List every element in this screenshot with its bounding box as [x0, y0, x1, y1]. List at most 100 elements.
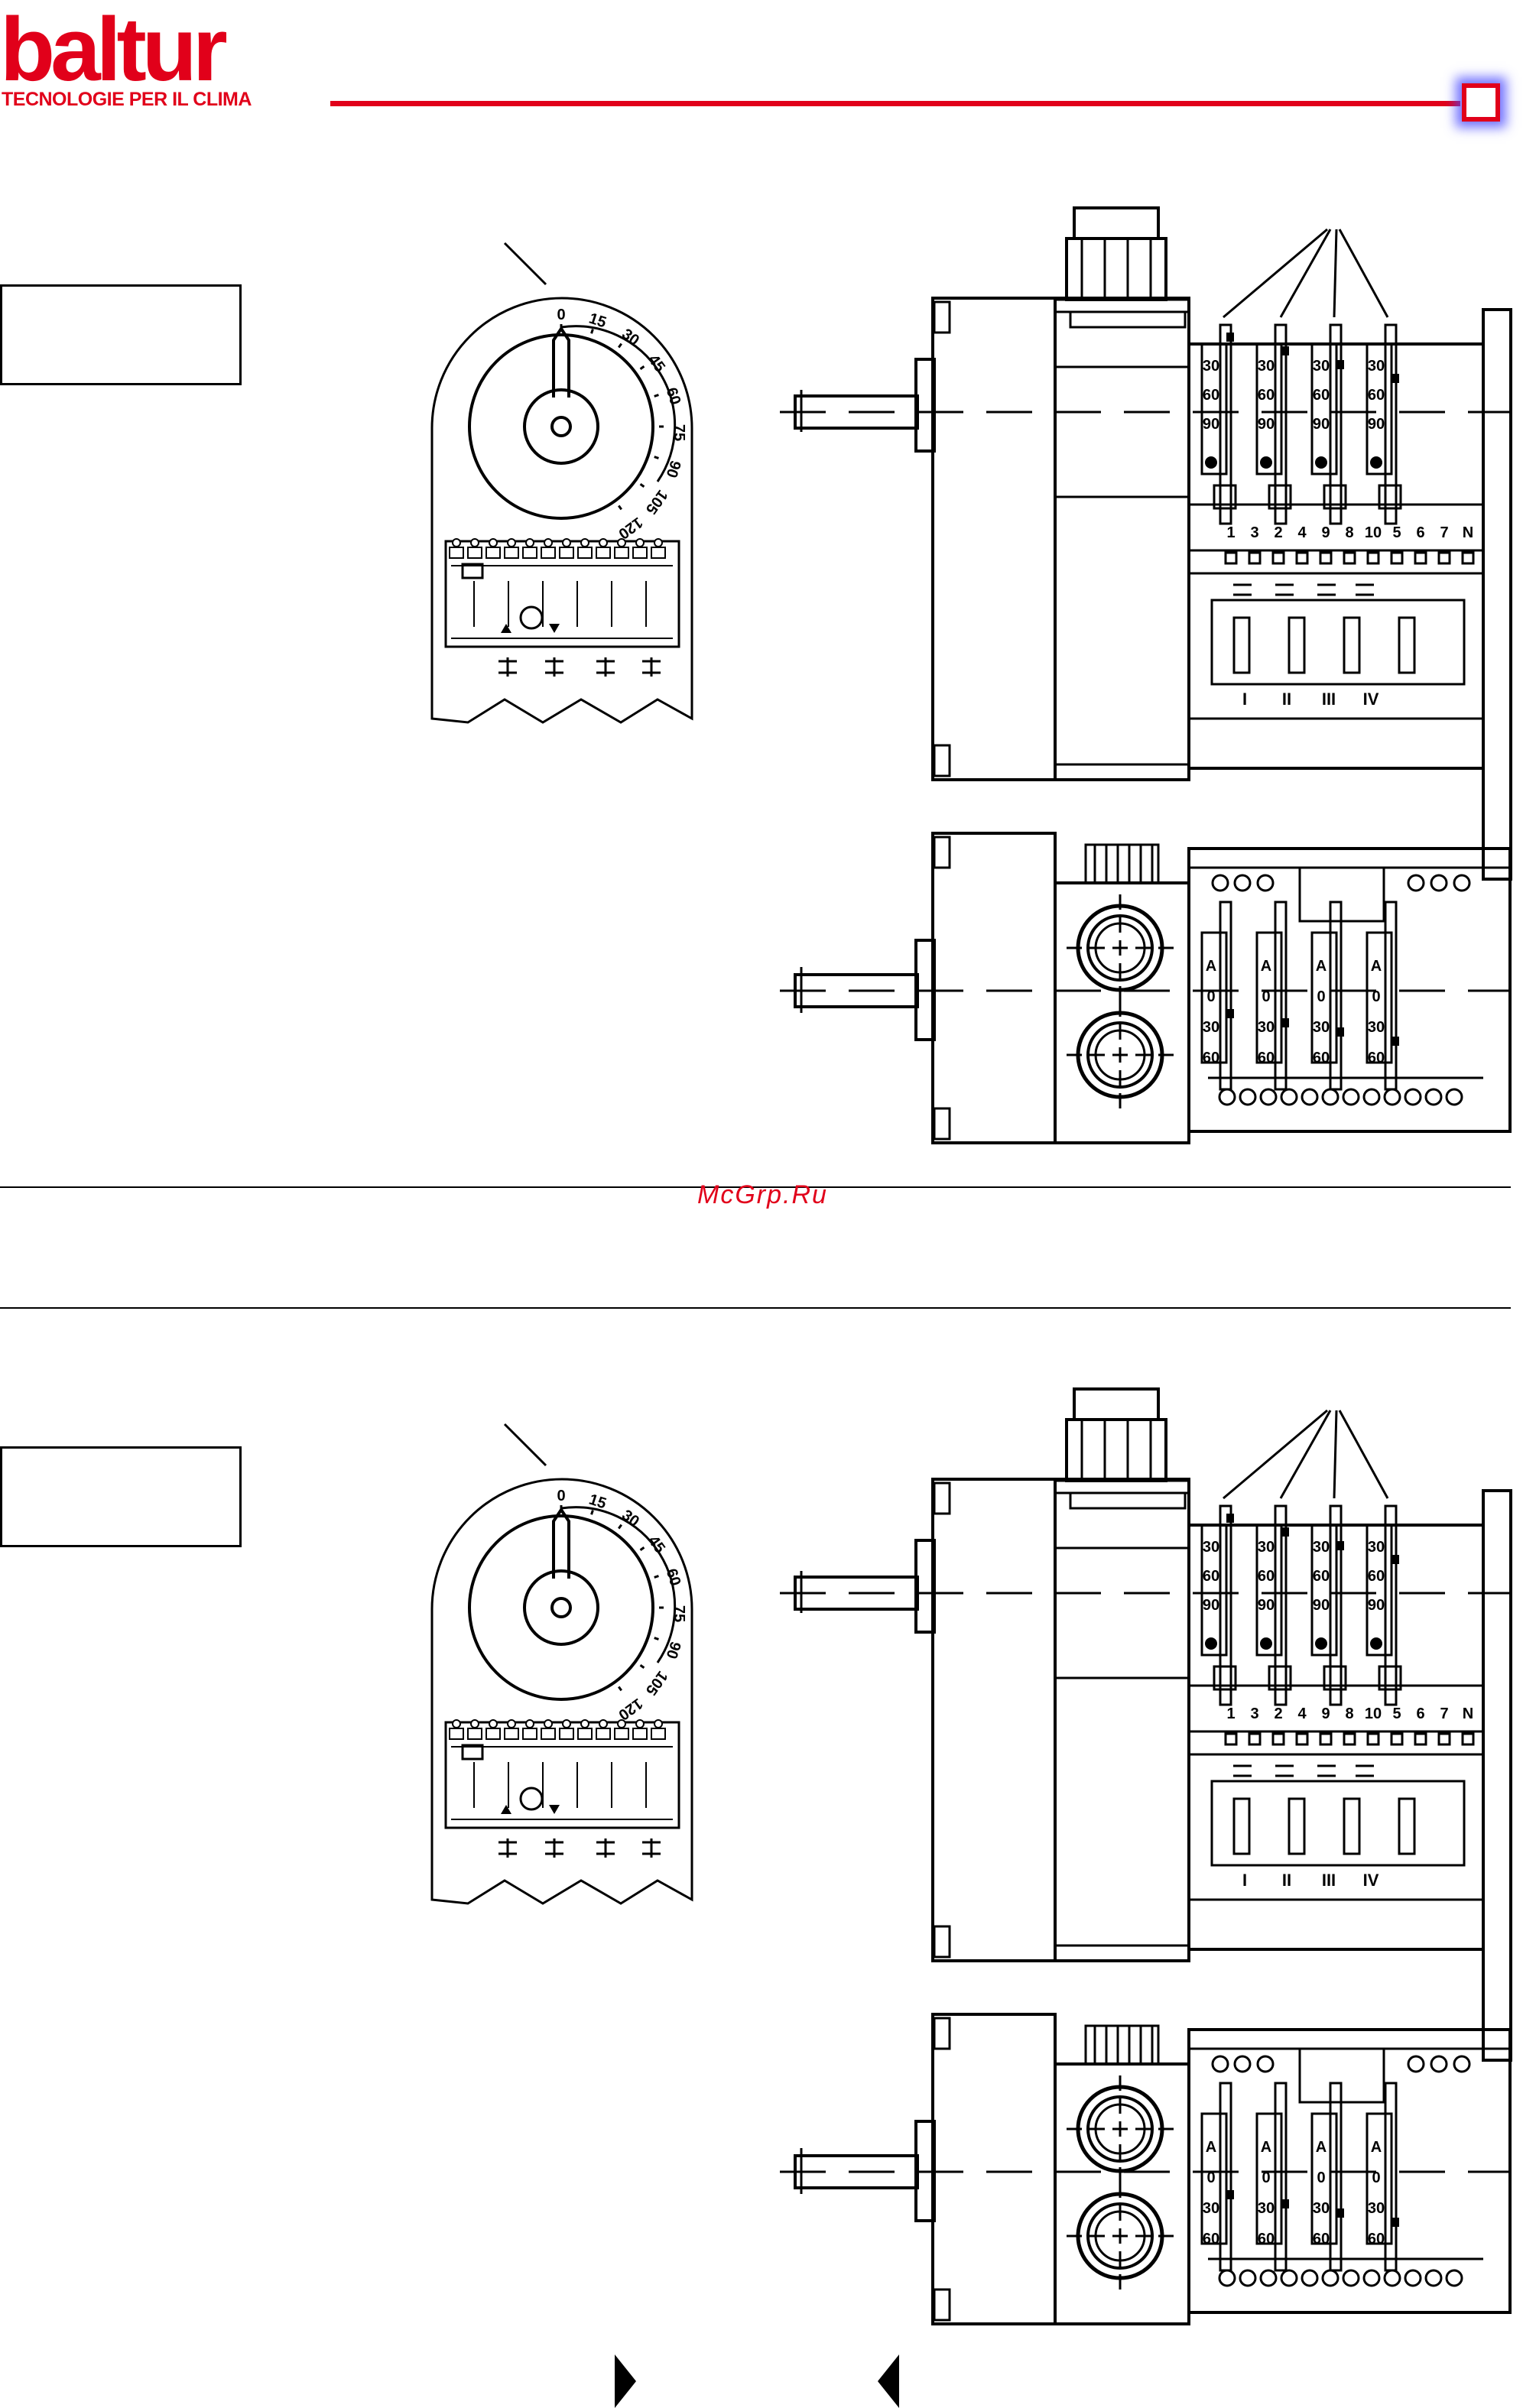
watermark-text: McGrp.Ru — [697, 1180, 828, 1209]
brand-logo: baltur — [0, 0, 228, 100]
terminal-number: 6 — [1416, 524, 1424, 541]
cam-scale-label: 90 — [1258, 416, 1275, 433]
cam-scale-label: 60 — [1203, 1050, 1219, 1066]
cam-scale-label: 30 — [1203, 1539, 1219, 1556]
dial-scale-label: 120 — [615, 1695, 646, 1723]
terminal-number: 3 — [1250, 1705, 1258, 1722]
cam-scale-label: A — [1316, 958, 1327, 975]
cam-scale-label: 30 — [1313, 358, 1330, 375]
terminal-number: 9 — [1321, 1705, 1330, 1722]
brand-tagline: TECNOLOGIE PER IL CLIMA — [2, 89, 252, 110]
cam-roman-label: I — [1242, 690, 1247, 709]
cam-scale-label: 90 — [1368, 1597, 1385, 1614]
page-marker-square — [1462, 83, 1500, 122]
cam-scale-label: 90 — [1368, 416, 1385, 433]
cam-roman-label: IV — [1363, 690, 1379, 709]
terminal-number: 7 — [1440, 524, 1448, 541]
cam-scale-label: 60 — [1313, 1050, 1330, 1066]
cam-roman-label: I — [1242, 1871, 1247, 1890]
cam-scale-label: 60 — [1258, 1568, 1275, 1585]
cam-scale-label: 30 — [1313, 2200, 1330, 2217]
dial-scale-label: 0 — [557, 307, 565, 323]
triangle-left-icon[interactable] — [878, 2354, 901, 2408]
cam-scale-label: 60 — [1368, 2231, 1385, 2247]
cam-scale-label: 30 — [1203, 2200, 1219, 2217]
cam-scale-label: 60 — [1368, 1568, 1385, 1585]
terminal-number: 10 — [1365, 524, 1382, 541]
terminal-number: 10 — [1365, 1705, 1382, 1722]
dial-scale-label: 105 — [642, 1668, 671, 1699]
terminal-number: 5 — [1392, 524, 1401, 541]
cam-scale-label: 30 — [1368, 358, 1385, 375]
cam-scale-label: 30 — [1203, 358, 1219, 375]
header-rule — [330, 101, 1460, 106]
terminal-number: N — [1463, 1705, 1473, 1722]
dial-scale-label: 0 — [557, 1488, 565, 1504]
cam-scale-label: 0 — [1206, 2169, 1215, 2186]
cam-scale-label: 30 — [1313, 1019, 1330, 1036]
cam-scale-label: A — [1371, 958, 1382, 975]
cam-scale-label: A — [1261, 958, 1271, 975]
terminal-number: 5 — [1392, 1705, 1401, 1722]
cam-scale-label: 60 — [1313, 2231, 1330, 2247]
terminal-number: 6 — [1416, 1705, 1424, 1722]
cam-scale-label: 0 — [1262, 2169, 1270, 2186]
cam-scale-label: 60 — [1313, 1568, 1330, 1585]
terminal-number: 4 — [1297, 524, 1307, 541]
cam-scale-label: 90 — [1258, 1597, 1275, 1614]
cam-scale-label: 90 — [1203, 1597, 1219, 1614]
cam-scale-label: 0 — [1317, 988, 1325, 1005]
cam-roman-label: II — [1282, 690, 1291, 709]
dial-scale-label: 30 — [619, 1507, 642, 1530]
dial-scale-label: 90 — [663, 1640, 684, 1661]
cam-scale-label: 30 — [1313, 1539, 1330, 1556]
cam-scale-label: A — [1261, 2139, 1271, 2156]
terminal-number: 1 — [1226, 1705, 1235, 1722]
cam-scale-label: 60 — [1258, 1050, 1275, 1066]
cam-roman-label: II — [1282, 1871, 1291, 1890]
cam-scale-label: A — [1206, 2139, 1216, 2156]
label-box-top — [0, 284, 242, 385]
dial-scale-label: 45 — [645, 1533, 668, 1556]
cam-scale-label: 60 — [1203, 387, 1219, 404]
cam-scale-label: 90 — [1313, 1597, 1330, 1614]
cam-scale-label: 0 — [1262, 988, 1270, 1005]
cam-scale-label: 90 — [1203, 416, 1219, 433]
cam-scale-label: 60 — [1258, 2231, 1275, 2247]
cam-scale-label: 60 — [1258, 387, 1275, 404]
terminal-number: 8 — [1345, 1705, 1353, 1722]
terminal-number: 1 — [1226, 524, 1235, 541]
cam-scale-label: 30 — [1368, 1019, 1385, 1036]
dial-scale-label: 75 — [671, 424, 687, 441]
section-rule-2 — [0, 1307, 1511, 1309]
cam-scale-label: 60 — [1368, 387, 1385, 404]
cam-scale-label: 30 — [1258, 1019, 1275, 1036]
cam-scale-label: 30 — [1258, 2200, 1275, 2217]
terminal-number: 4 — [1297, 1705, 1307, 1722]
cam-roman-label: III — [1322, 1871, 1336, 1890]
cam-scale-label: 30 — [1368, 2200, 1385, 2217]
cam-scale-label: 60 — [1368, 1050, 1385, 1066]
triangle-right-icon[interactable] — [615, 2354, 638, 2408]
cam-scale-label: 60 — [1203, 1568, 1219, 1585]
cam-scale-label: 0 — [1372, 2169, 1380, 2186]
cam-roman-label: III — [1322, 690, 1336, 709]
cam-scale-label: A — [1371, 2139, 1382, 2156]
terminal-number: 8 — [1345, 524, 1353, 541]
terminal-number: 3 — [1250, 524, 1258, 541]
cam-scale-label: 30 — [1203, 1019, 1219, 1036]
terminal-number: 2 — [1274, 524, 1282, 541]
cam-scale-label: A — [1206, 958, 1216, 975]
terminal-number: 7 — [1440, 1705, 1448, 1722]
dial-scale-label: 75 — [671, 1605, 687, 1622]
cam-scale-label: 30 — [1258, 358, 1275, 375]
cam-scale-label: 90 — [1313, 416, 1330, 433]
